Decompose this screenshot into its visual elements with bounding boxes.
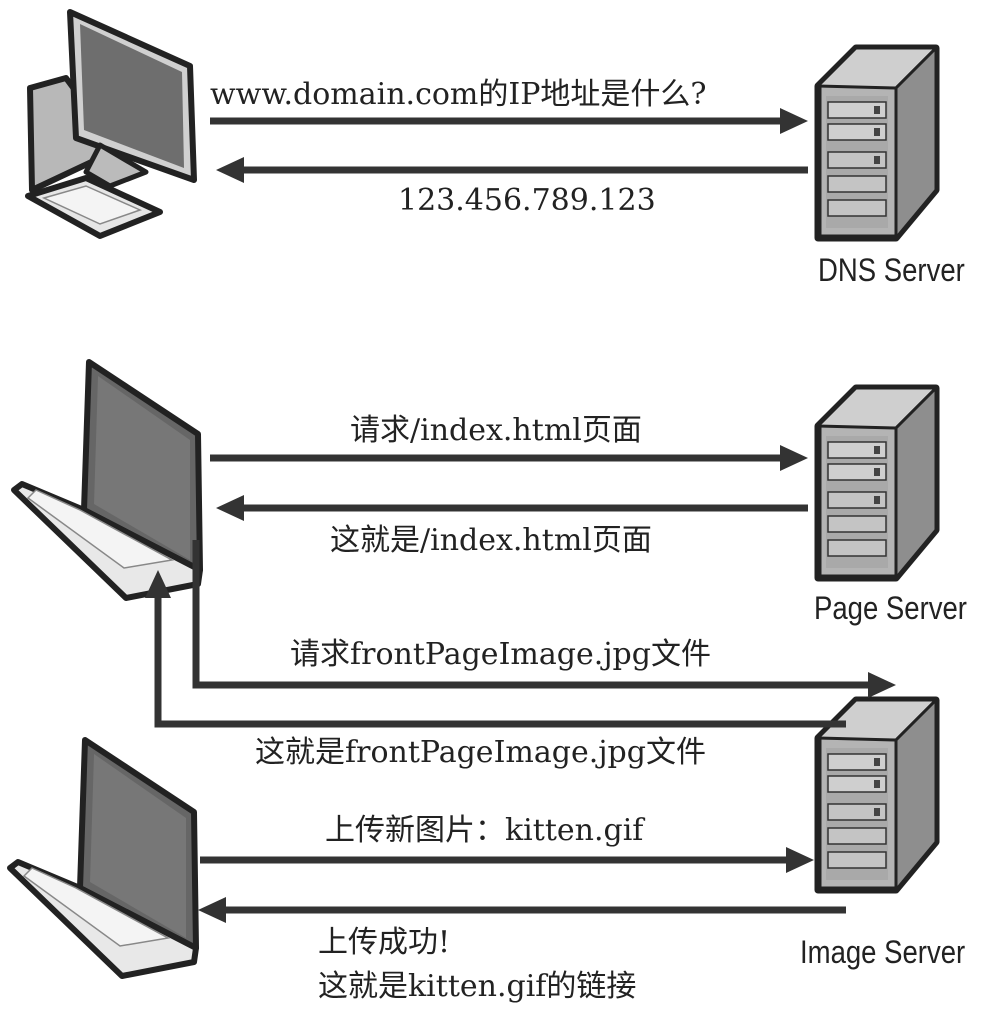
image-server-label: Image Server — [800, 934, 966, 970]
image-request-label: 请求frontPageImage.jpg文件 — [290, 637, 711, 672]
page-reply-arrow — [216, 495, 808, 521]
dns-reply-arrow — [216, 157, 808, 183]
upload-request-label: 上传新图片：kitten.gif — [325, 813, 644, 848]
laptop-icon — [14, 362, 200, 598]
page-server-label: Page Server — [814, 590, 967, 626]
upload-reply-line2: 这就是kitten.gif的链接 — [318, 969, 637, 1004]
image-server-icon — [818, 700, 936, 890]
dns-query-arrow — [210, 108, 808, 134]
dns-reply-label: 123.456.789.123 — [398, 183, 656, 218]
upload-reply-arrow — [198, 897, 846, 923]
image-reply-arrow — [145, 570, 846, 728]
upload-reply-line1: 上传成功! — [318, 925, 451, 960]
page-request-label: 请求/index.html页面 — [350, 413, 642, 448]
dns-server-label: DNS Server — [818, 252, 965, 288]
desktop-computer-icon — [25, 9, 197, 239]
page-request-arrow — [210, 445, 808, 471]
image-reply-label: 这就是frontPageImage.jpg文件 — [255, 735, 706, 770]
dns-query-label: www.domain.com的IP地址是什么? — [210, 77, 707, 112]
upload-request-arrow — [200, 847, 814, 873]
dns-server-icon — [818, 48, 936, 238]
page-reply-label: 这就是/index.html页面 — [330, 523, 652, 558]
image-request-arrow — [192, 540, 896, 698]
page-server-icon — [818, 388, 936, 578]
laptop-icon — [10, 740, 196, 976]
